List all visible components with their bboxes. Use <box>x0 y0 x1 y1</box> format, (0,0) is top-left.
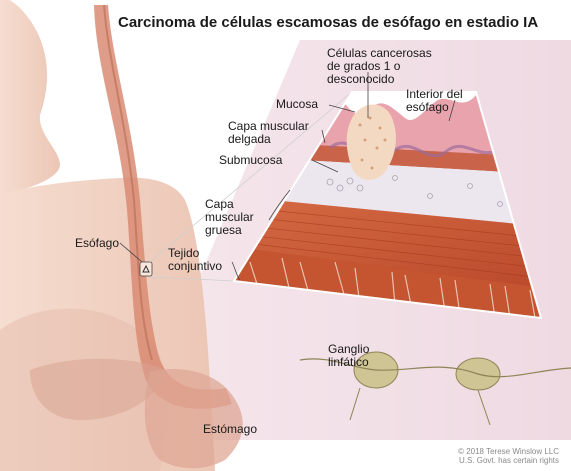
tumor-marker <box>142 264 150 273</box>
projection-line-bottom <box>149 276 235 282</box>
label-cancer-cells: Células cancerosas de grados 1 o descono… <box>327 46 432 86</box>
cross-section-outline <box>232 91 543 320</box>
leader-lines <box>119 72 456 281</box>
esophagus-tube <box>94 4 232 409</box>
label-esophagus: Esófago <box>75 236 120 250</box>
lymph-nodes <box>299 351 571 426</box>
label-stomach: Estómago <box>203 422 258 436</box>
liver-shape <box>30 358 165 420</box>
label-interior-esophagus: Interior del esófago <box>406 87 463 114</box>
label-mucosa: Mucosa <box>276 97 319 111</box>
projection-line-top <box>149 91 353 263</box>
label-lymph-node: Ganglio linfático <box>328 342 370 369</box>
copyright-credit: © 2018 Terese Winslow LLC U.S. Govt. has… <box>458 447 559 465</box>
esophagus-cross-section <box>234 92 541 318</box>
page-title: Carcinoma de células escamosas de esófag… <box>118 14 539 31</box>
cancer-cells-cluster <box>346 104 396 180</box>
label-thick-muscle: Capa muscular gruesa <box>205 197 254 237</box>
label-submucosa: Submucosa <box>219 153 283 167</box>
label-thin-muscle: Capa muscular delgada <box>228 119 309 146</box>
label-connective-tissue: Tejido conjuntivo <box>168 246 223 273</box>
stomach-shape <box>144 369 243 469</box>
